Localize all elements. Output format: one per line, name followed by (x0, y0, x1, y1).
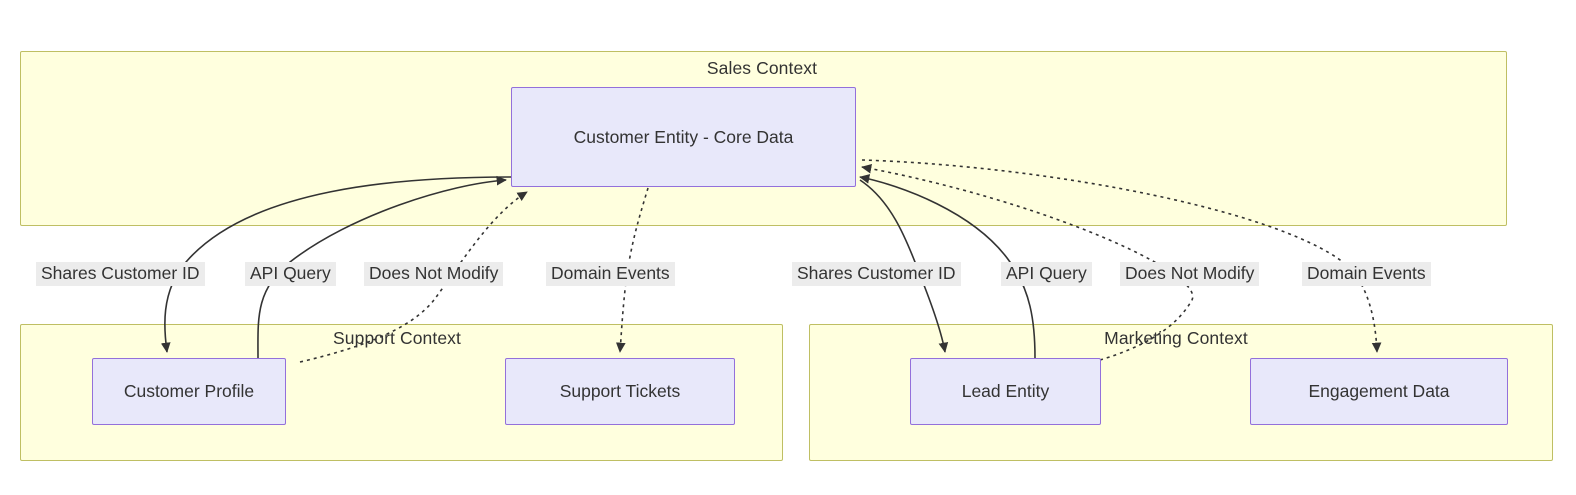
edge-label-support-api-query: API Query (245, 262, 336, 286)
edge-label-support-does-not-modify: Does Not Modify (364, 262, 504, 286)
edge-label-marketing-api-query: API Query (1001, 262, 1092, 286)
edge-label-support-shares-customer-id: Shares Customer ID (36, 262, 205, 286)
node-customer-entity-core-data[interactable]: Customer Entity - Core Data (511, 87, 856, 187)
cluster-support-context-title: Support Context (333, 328, 461, 348)
node-lead-entity[interactable]: Lead Entity (910, 358, 1101, 425)
cluster-marketing-context-title: Marketing Context (1104, 328, 1248, 348)
cluster-sales-context-title: Sales Context (706, 58, 818, 78)
edge-label-support-domain-events: Domain Events (546, 262, 675, 286)
node-support-tickets[interactable]: Support Tickets (505, 358, 735, 425)
edge-label-marketing-does-not-modify: Does Not Modify (1120, 262, 1260, 286)
node-customer-profile[interactable]: Customer Profile (92, 358, 286, 425)
edge-label-marketing-domain-events: Domain Events (1302, 262, 1431, 286)
edge-label-marketing-shares-customer-id: Shares Customer ID (792, 262, 961, 286)
node-engagement-data[interactable]: Engagement Data (1250, 358, 1508, 425)
